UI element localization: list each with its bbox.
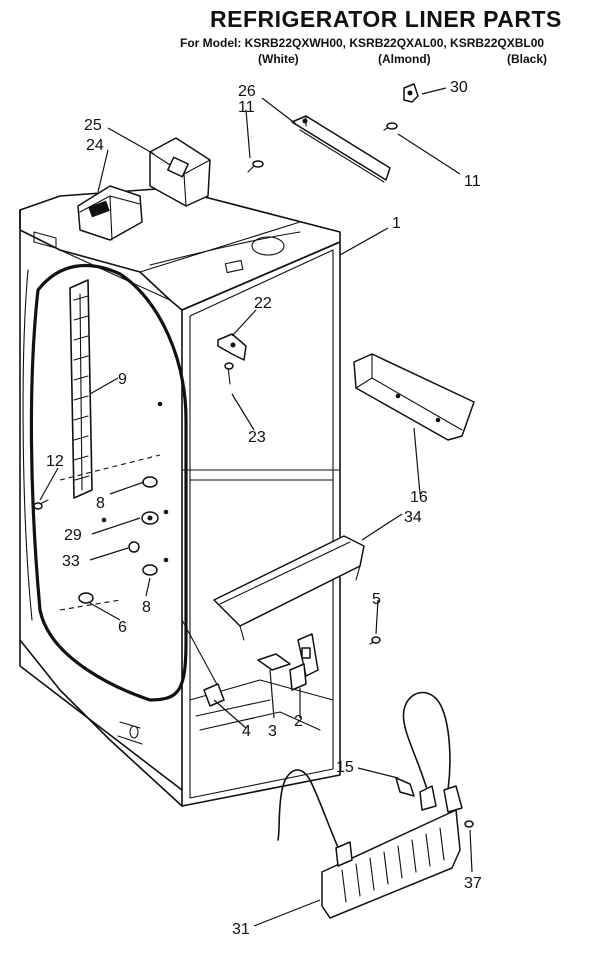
diagram-title: REFRIGERATOR LINER PARTS — [210, 6, 562, 32]
rail-part-16 — [353, 353, 475, 441]
bottom-brackets — [203, 633, 381, 707]
callout-12: 12 — [46, 453, 64, 470]
callout-23: 23 — [248, 429, 266, 446]
control-bracket-part-25 — [149, 137, 211, 207]
callout-8-upper: 8 — [96, 495, 105, 512]
variant-black: (Black) — [507, 52, 548, 66]
clip-part-30 — [403, 83, 419, 103]
callout-26: 26 — [238, 83, 256, 100]
bracket-part-22 — [217, 333, 247, 385]
screw-part-11 — [247, 122, 398, 173]
callout-22: 22 — [254, 295, 272, 312]
callout-labels: 1 2 3 4 5 6 8 8 9 11 11 12 15 16 22 23 2… — [46, 79, 482, 938]
variant-white: (White) — [258, 52, 299, 66]
callout-9: 9 — [118, 371, 127, 388]
callout-31: 31 — [232, 921, 250, 938]
callout-1: 1 — [392, 215, 401, 232]
callout-37: 37 — [464, 875, 482, 892]
callout-6: 6 — [118, 619, 127, 636]
callout-11-left: 11 — [238, 99, 255, 116]
control-housing-part-24 — [77, 185, 143, 241]
callout-8-lower: 8 — [142, 599, 151, 616]
variant-almond: (Almond) — [378, 52, 431, 66]
callout-5: 5 — [372, 591, 381, 608]
callout-29: 29 — [64, 527, 82, 544]
callout-2: 2 — [294, 713, 303, 730]
callout-16: 16 — [410, 489, 428, 506]
callout-33: 33 — [62, 553, 80, 570]
callout-4: 4 — [242, 723, 251, 740]
drain-trough-part-31 — [277, 691, 474, 919]
callout-3: 3 — [268, 723, 277, 740]
callout-34: 34 — [404, 509, 422, 526]
refrigerator-liner-part-1 — [19, 187, 341, 807]
leader-lines — [39, 87, 473, 927]
callout-24: 24 — [86, 137, 104, 154]
callout-15: 15 — [336, 759, 354, 776]
callout-25: 25 — [84, 117, 102, 134]
cover-part-34 — [213, 535, 365, 641]
side-wall-hardware — [33, 401, 169, 604]
model-numbers: For Model: KSRB22QXWH00, KSRB22QXAL00, K… — [180, 36, 545, 50]
callout-11-right: 11 — [464, 173, 481, 190]
top-bracket-part-26 — [291, 115, 391, 183]
callout-30: 30 — [450, 79, 468, 96]
